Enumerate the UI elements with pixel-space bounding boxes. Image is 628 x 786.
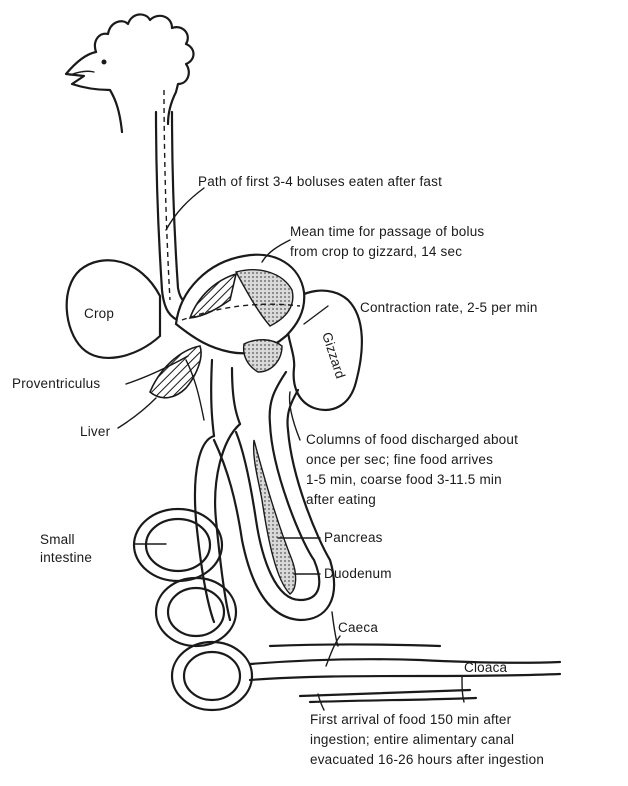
label-crop: Crop xyxy=(84,306,114,321)
label-cloaca: Cloaca xyxy=(464,660,508,675)
label-liver: Liver xyxy=(80,424,111,439)
label-columns-line2: once per sec; fine food arrives xyxy=(306,452,493,467)
label-mean-time-line2: from crop to gizzard, 14 sec xyxy=(290,244,462,259)
caeca-and-cloaca xyxy=(250,612,560,710)
label-first-arrival-line1: First arrival of food 150 min after xyxy=(310,712,512,727)
chicken-head xyxy=(66,14,194,132)
label-mean-time-line1: Mean time for passage of bolus xyxy=(290,224,484,239)
label-small-intestine-line1: Small xyxy=(40,532,75,547)
label-first-arrival-line2: ingestion; entire alimentary canal xyxy=(310,732,514,747)
small-intestine xyxy=(134,509,252,710)
label-first-arrival-line3: evacuated 16-26 hours after ingestion xyxy=(310,752,544,767)
liver xyxy=(150,346,204,420)
label-duodenum: Duodenum xyxy=(324,566,392,581)
label-pancreas: Pancreas xyxy=(324,530,383,545)
label-proventriculus: Proventriculus xyxy=(12,376,100,391)
label-caeca: Caeca xyxy=(338,620,378,635)
label-path: Path of first 3-4 boluses eaten after fa… xyxy=(198,174,442,189)
label-columns-line3: 1-5 min, coarse food 3-11.5 min xyxy=(306,472,502,487)
label-small-intestine-line2: intestine xyxy=(40,550,92,565)
label-contraction-rate: Contraction rate, 2-5 per min xyxy=(360,300,538,315)
label-columns-line1: Columns of food discharged about xyxy=(306,432,518,447)
label-columns-line4: after eating xyxy=(306,492,376,507)
